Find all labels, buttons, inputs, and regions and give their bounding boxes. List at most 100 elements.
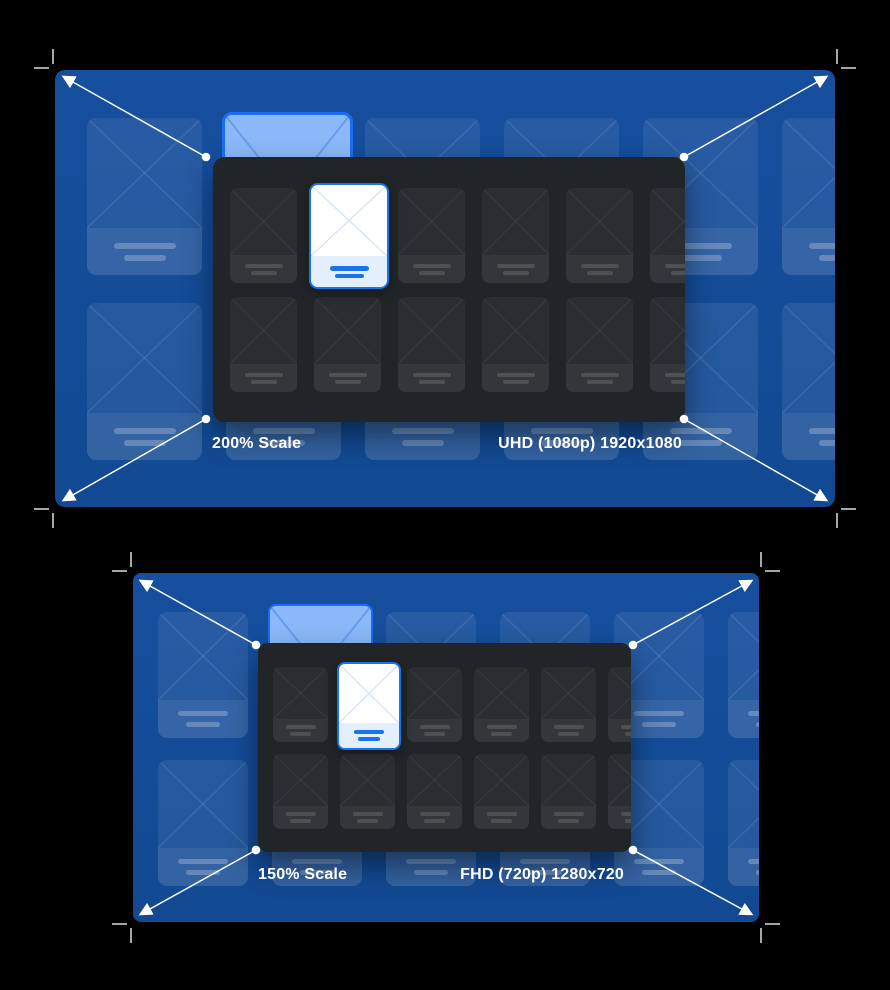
- card-media: [273, 754, 328, 806]
- card-media: [728, 760, 759, 848]
- placeholder-card: [407, 754, 462, 829]
- text-line: [669, 242, 732, 249]
- card-footer: [407, 719, 462, 742]
- card-media: [474, 667, 529, 719]
- text-line: [334, 273, 364, 278]
- image-placeholder-icon: [273, 667, 328, 719]
- placeholder-card: [566, 297, 633, 392]
- card-footer: [782, 413, 835, 460]
- placeholder-card: [398, 188, 465, 283]
- text-line: [285, 812, 316, 816]
- text-line: [553, 812, 584, 816]
- placeholder-card: [782, 118, 835, 275]
- card-footer: [340, 806, 395, 829]
- card-footer: [386, 848, 476, 886]
- image-placeholder-icon: [398, 297, 465, 364]
- highlighted-card: [337, 662, 401, 750]
- placeholder-card: [541, 667, 596, 742]
- placeholder-card: [782, 303, 835, 460]
- placeholder-card: [541, 754, 596, 829]
- placeholder-card: [273, 667, 328, 742]
- card-media: [566, 297, 633, 364]
- text-line: [328, 372, 367, 377]
- placeholder-card: [608, 754, 631, 829]
- text-line: [491, 819, 512, 823]
- placeholder-card: [482, 297, 549, 392]
- image-placeholder-icon: [230, 188, 297, 255]
- text-line: [670, 379, 685, 384]
- text-line: [620, 812, 631, 816]
- text-line: [262, 439, 305, 446]
- image-placeholder-icon: [230, 297, 297, 364]
- image-placeholder-icon: [158, 612, 248, 700]
- text-line: [391, 427, 454, 434]
- card-media: [230, 188, 297, 255]
- text-line: [329, 265, 369, 271]
- window-card-grid: [230, 188, 685, 392]
- placeholder-card: [273, 754, 328, 829]
- text-line: [808, 427, 835, 434]
- text-line: [290, 732, 311, 736]
- image-placeholder-icon: [566, 188, 633, 255]
- card-footer: [273, 719, 328, 742]
- card-media: [407, 667, 462, 719]
- text-line: [620, 725, 631, 729]
- image-placeholder-icon: [482, 297, 549, 364]
- text-line: [642, 722, 676, 727]
- text-line: [530, 427, 593, 434]
- text-line: [250, 270, 277, 275]
- card-footer: [230, 364, 297, 392]
- image-placeholder-icon: [339, 664, 399, 723]
- image-placeholder-icon: [273, 754, 328, 806]
- text-line: [528, 870, 562, 875]
- placeholder-card: [474, 667, 529, 742]
- card-footer: [608, 719, 631, 742]
- display-screen-fhd: [133, 573, 759, 922]
- text-line: [401, 439, 444, 446]
- card-footer: [314, 364, 381, 392]
- placeholder-card: [650, 297, 685, 392]
- card-footer: [272, 848, 362, 886]
- image-placeholder-icon: [728, 760, 759, 848]
- image-placeholder-icon: [87, 118, 202, 228]
- card-media: [608, 667, 631, 719]
- card-footer: [566, 364, 633, 392]
- image-placeholder-icon: [782, 118, 835, 228]
- text-line: [252, 427, 315, 434]
- card-media: [541, 667, 596, 719]
- text-line: [808, 242, 835, 249]
- placeholder-card: [340, 754, 395, 829]
- image-placeholder-icon: [87, 303, 202, 413]
- text-line: [419, 725, 450, 729]
- card-media: [158, 760, 248, 848]
- card-footer: [158, 700, 248, 738]
- text-line: [358, 737, 380, 741]
- placeholder-card: [398, 297, 465, 392]
- card-footer: [482, 364, 549, 392]
- card-media: [566, 188, 633, 255]
- card-footer: [398, 255, 465, 283]
- scale-label-fhd: 150% Scale: [258, 866, 348, 883]
- card-footer: [273, 806, 328, 829]
- image-placeholder-icon: [340, 754, 395, 806]
- placeholder-card: [314, 297, 381, 392]
- text-line: [586, 379, 613, 384]
- text-line: [670, 270, 685, 275]
- card-footer: [541, 719, 596, 742]
- text-line: [818, 254, 835, 261]
- text-line: [486, 725, 517, 729]
- card-media: [782, 303, 835, 413]
- resolution-label-uhd: UHD (1080p) 1920x1080: [498, 435, 682, 452]
- text-line: [352, 812, 383, 816]
- image-placeholder-icon: [311, 185, 387, 256]
- text-line: [412, 263, 451, 268]
- card-footer: [728, 848, 759, 886]
- placeholder-card: [230, 297, 297, 392]
- image-placeholder-icon: [407, 754, 462, 806]
- card-media: [340, 754, 395, 806]
- resolution-label-fhd: FHD (720p) 1280x720: [460, 866, 624, 883]
- text-line: [502, 379, 529, 384]
- text-line: [186, 722, 220, 727]
- text-line: [419, 812, 450, 816]
- card-media: [339, 664, 399, 723]
